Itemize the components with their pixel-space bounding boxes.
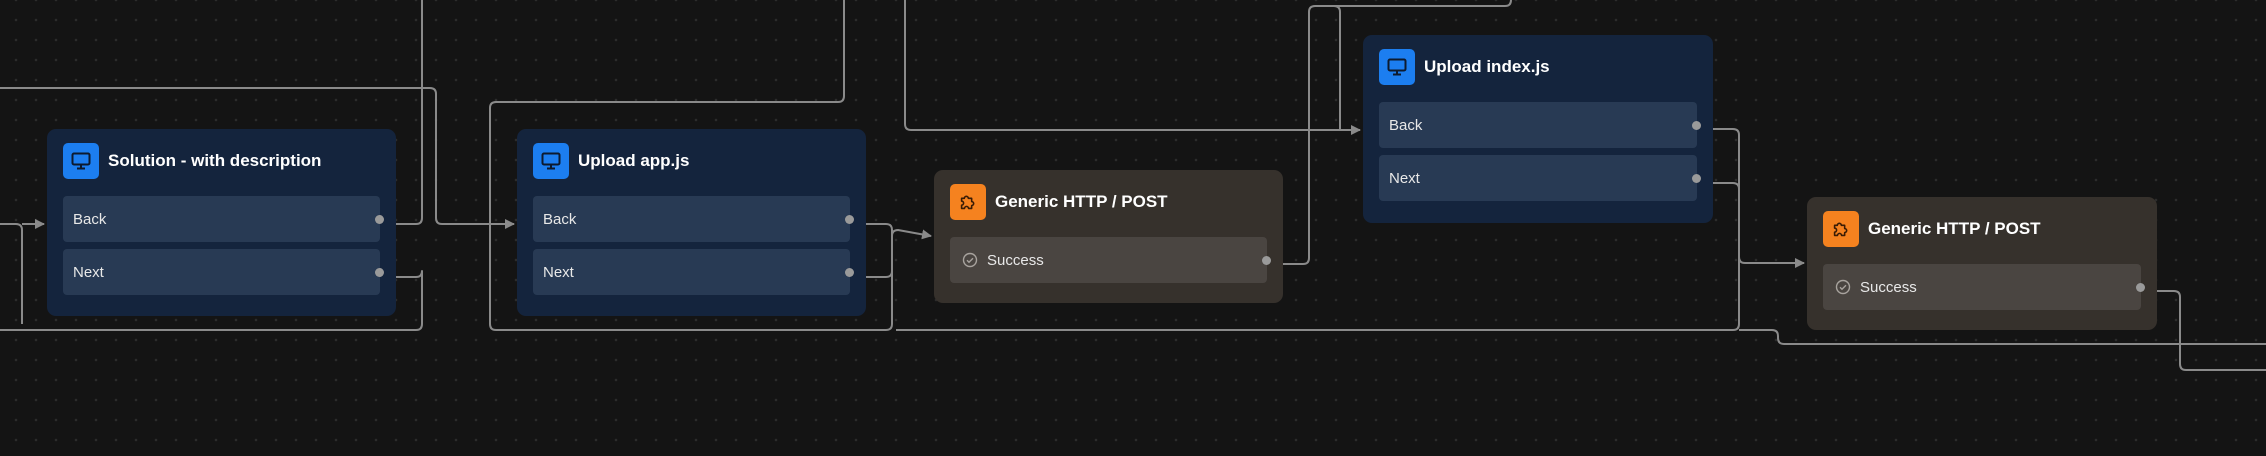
wire — [489, 0, 893, 331]
port-back[interactable]: Back — [1379, 102, 1701, 148]
port-label: Back — [73, 210, 107, 228]
port-label: Next — [73, 263, 104, 281]
node-title: Generic HTTP / POST — [995, 192, 1168, 211]
port-success[interactable]: Success — [950, 237, 1271, 283]
node-header: Upload app.js — [533, 143, 850, 179]
node-screen-upload-app-js[interactable]: Upload app.js Back Next — [517, 129, 866, 316]
output-handle[interactable] — [375, 267, 384, 277]
node-title: Upload index.js — [1424, 57, 1550, 76]
monitor-icon — [1379, 49, 1415, 85]
node-http-post-2[interactable]: Generic HTTP / POST Success — [1807, 197, 2157, 330]
wire — [379, 0, 423, 225]
monitor-icon — [533, 143, 569, 179]
node-header: Generic HTTP / POST — [950, 184, 1267, 220]
wire — [904, 0, 1361, 135]
port-success[interactable]: Success — [1823, 264, 2145, 310]
wire — [1266, 5, 1341, 265]
output-handle[interactable] — [2136, 282, 2145, 292]
port-label: Success — [987, 251, 1044, 269]
port-back[interactable]: Back — [533, 196, 854, 242]
port-label: Back — [1389, 116, 1423, 134]
check-circle-icon — [962, 252, 978, 268]
wire — [1739, 329, 2266, 345]
output-handle[interactable] — [1262, 255, 1271, 265]
port-next[interactable]: Next — [533, 249, 854, 295]
output-handle[interactable] — [1692, 173, 1701, 183]
puzzle-piece-icon — [1823, 211, 1859, 247]
output-handle[interactable] — [845, 214, 854, 224]
output-handle[interactable] — [1692, 120, 1701, 130]
node-screen-upload-index-js[interactable]: Upload index.js Back Next — [1363, 35, 1713, 223]
port-next[interactable]: Next — [1379, 155, 1701, 201]
port-label: Success — [1860, 278, 1917, 296]
port-label: Next — [1389, 169, 1420, 187]
wire — [0, 223, 23, 324]
wire — [1334, 0, 1512, 7]
port-next[interactable]: Next — [63, 249, 384, 295]
node-header: Solution - with description — [63, 143, 380, 179]
node-title: Generic HTTP / POST — [1868, 219, 2041, 238]
node-title: Solution - with description — [108, 151, 322, 170]
check-circle-icon — [1835, 279, 1851, 295]
port-label: Next — [543, 263, 574, 281]
puzzle-piece-icon — [950, 184, 986, 220]
monitor-icon — [63, 143, 99, 179]
port-back[interactable]: Back — [63, 196, 384, 242]
wire — [0, 270, 423, 331]
node-http-post-1[interactable]: Generic HTTP / POST Success — [934, 170, 1283, 303]
port-label: Back — [543, 210, 577, 228]
node-header: Generic HTTP / POST — [1823, 211, 2141, 247]
wire — [2140, 290, 2266, 371]
wire — [1696, 182, 1805, 268]
wire — [0, 87, 515, 229]
output-handle[interactable] — [375, 214, 384, 224]
node-title: Upload app.js — [578, 151, 690, 170]
wire — [849, 229, 932, 278]
node-screen-solution[interactable]: Solution - with description Back Next — [47, 129, 396, 316]
node-header: Upload index.js — [1379, 49, 1697, 85]
output-handle[interactable] — [845, 267, 854, 277]
